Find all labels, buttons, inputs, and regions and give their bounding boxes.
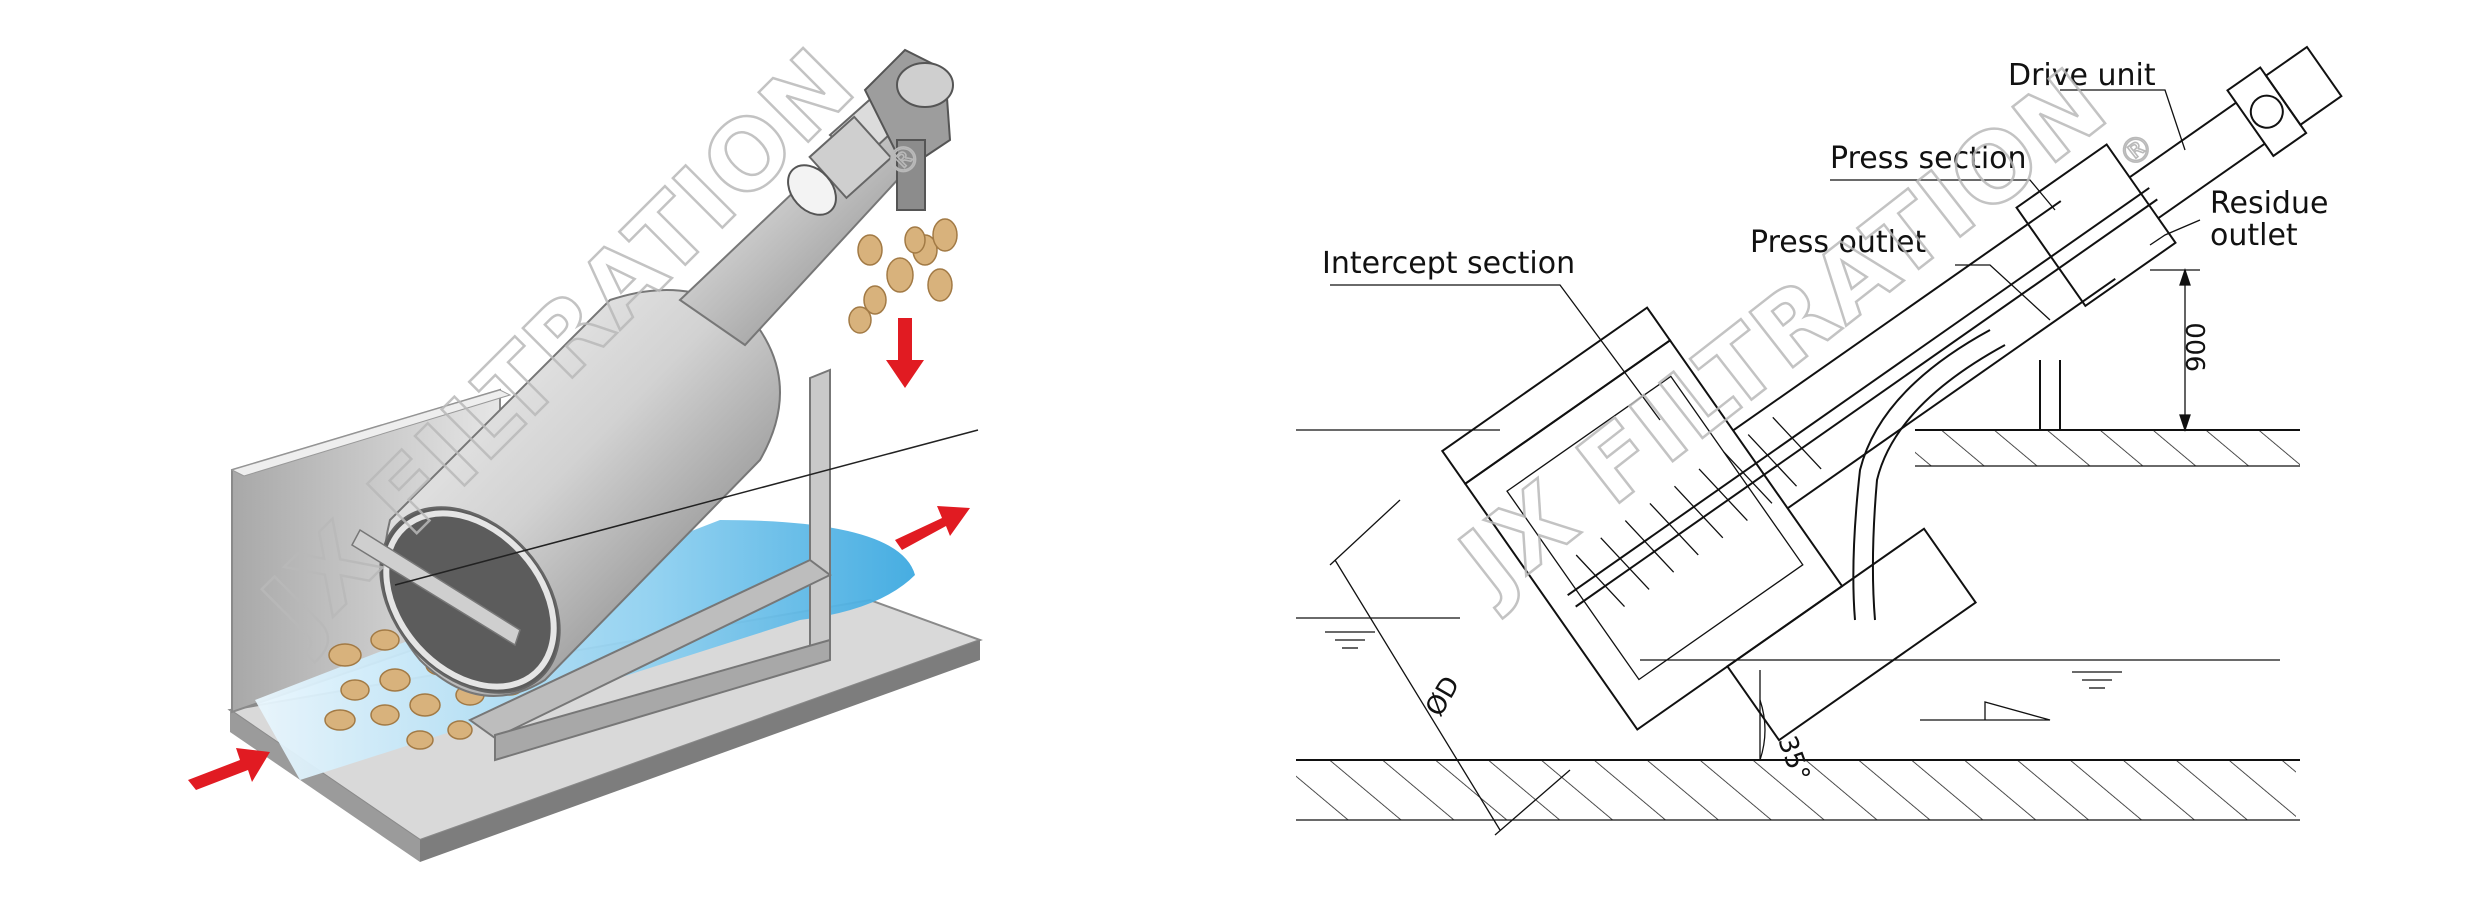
screw-shaft: [351, 528, 521, 647]
flow-direction-symbol: [1920, 701, 2051, 721]
leader-lines: [1330, 89, 2201, 421]
intercept-screen-drum: [1726, 527, 1978, 742]
channel-floor-side: [230, 710, 420, 862]
water-symbol-left: [1325, 631, 1375, 649]
drive-motor: [2264, 45, 2343, 127]
label-residue-outlet-2: outlet: [2210, 218, 2298, 253]
dimension-angle: [1759, 670, 1766, 761]
dimension-height-label: 900: [2182, 322, 2212, 372]
dimension-diameter: [1329, 499, 1571, 836]
top-screen-band: [1440, 306, 1672, 486]
illustration-3d: JX FILTRATION ®: [188, 26, 983, 862]
label-drive-unit: Drive unit: [2008, 58, 2156, 93]
support-frame-base: [494, 638, 831, 762]
support-frame: [809, 368, 831, 662]
dimension-height: [2150, 267, 2200, 433]
water-symbol-right: [2072, 671, 2122, 689]
screw-flights: [1575, 416, 1822, 608]
press-section-box: [2015, 143, 2177, 308]
label-residue-outlet-1: Residue: [2210, 186, 2328, 221]
water-level-line: [394, 429, 979, 586]
ground-hatch-platform: [1915, 430, 2300, 466]
support-leg: [2020, 360, 2080, 431]
press-outlet-pipe: [1852, 329, 1991, 621]
channel-side-wall-top: [230, 389, 512, 477]
label-press-section: Press section: [1830, 141, 2027, 176]
channel-floor-front: [420, 640, 980, 862]
drive-unit-box: [2226, 66, 2308, 158]
drum-inlet-rim: [383, 510, 557, 690]
flow-inlet-arrow: [188, 748, 270, 790]
technical-drawing: ØD 35° 900 Drive unit Press section Resi…: [1296, 45, 2343, 836]
label-press-outlet: Press outlet: [1750, 225, 1926, 260]
screen-machine: [1440, 45, 2343, 742]
dimension-diameter-label: ØD: [1420, 671, 1466, 721]
debris-discharge: [848, 218, 958, 334]
discharge-down-arrow: [886, 318, 924, 388]
drive-head: [787, 48, 954, 216]
support-frame-diagonal: [468, 558, 832, 740]
label-intercept-section: Intercept section: [1322, 246, 1575, 281]
drive-unit-coupling: [2249, 94, 2284, 129]
flow-outlet-arrow: [895, 506, 970, 550]
